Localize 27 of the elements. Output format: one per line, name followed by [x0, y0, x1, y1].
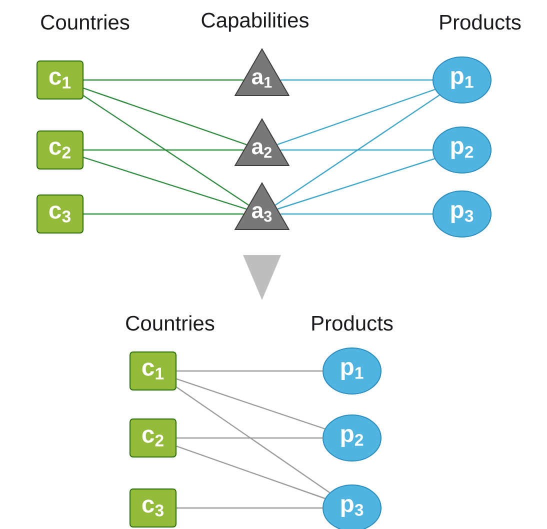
connector-line [176, 386, 330, 494]
column-heading: Products [440, 14, 521, 30]
column-heading: Countries [41, 14, 130, 30]
connector-line [280, 213, 432, 215]
connector-line [277, 88, 436, 146]
country-box: c$_{1}$ [36, 60, 84, 100]
connector-line [277, 158, 435, 210]
connector-line [280, 149, 432, 151]
country-box: c$_{3}$ [36, 194, 84, 234]
connector-line [176, 446, 326, 500]
column-heading: Countries [126, 315, 214, 331]
connector-line [176, 437, 322, 439]
connector-line [83, 88, 247, 146]
country-box: c$_{1}$ [130, 352, 176, 390]
connector-line [84, 149, 244, 151]
connector-line [176, 370, 322, 372]
connector-line [83, 156, 247, 210]
country-box: c$_{3}$ [130, 488, 176, 528]
connector-line [83, 95, 249, 206]
connector-line [275, 94, 440, 206]
connector-line [176, 378, 326, 430]
connector-line [84, 79, 244, 81]
connector-line [176, 507, 322, 509]
country-box: c$_{2}$ [130, 418, 176, 458]
connector-line [84, 213, 244, 215]
country-box: c$_{2}$ [36, 130, 84, 170]
connector-line [280, 79, 432, 81]
